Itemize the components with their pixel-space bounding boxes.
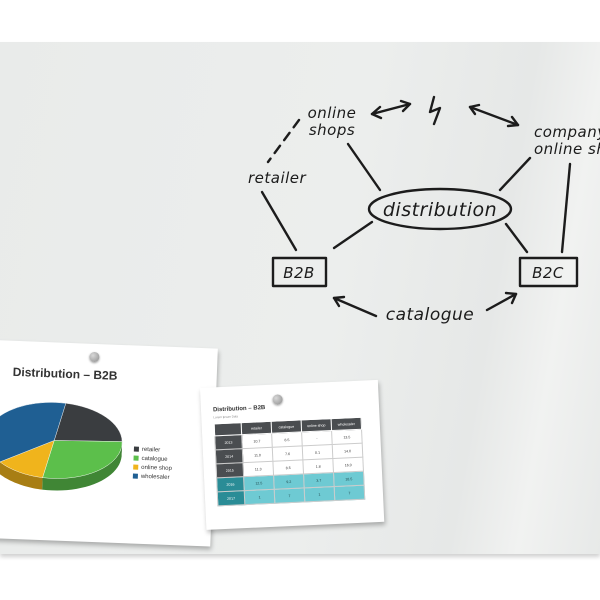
retailer-label: retailer <box>248 169 307 187</box>
line-b2c-distribution <box>504 222 529 254</box>
table-cell: 18.5 <box>333 471 365 487</box>
table-cell: 1.8 <box>302 458 334 474</box>
table-cell: 3.7 <box>303 472 335 488</box>
lightning-icon <box>428 95 442 126</box>
dashed-shops-retailer <box>266 118 301 164</box>
table-cell: 11.3 <box>242 461 274 477</box>
table-cell: 2015 <box>215 462 244 478</box>
table-cell: 10.7 <box>241 433 273 449</box>
pie-chart-card: Distribution – B2B retailer catalogue on… <box>0 340 218 547</box>
magnet-icon <box>272 394 283 405</box>
table-cell: 2014 <box>215 448 243 464</box>
line-company-b2c <box>560 162 572 254</box>
b2b-box <box>271 256 328 288</box>
arrow-shops-spark <box>370 102 412 116</box>
table-cell: 0.1 <box>302 444 333 460</box>
table-cell: 8.5 <box>272 459 304 476</box>
table-cell: 1 <box>244 489 275 505</box>
distribution-ellipse <box>367 187 513 231</box>
arrow-spark-company <box>468 105 520 127</box>
pie-chart <box>0 402 123 491</box>
arrow-catalogue-b2c <box>485 292 518 312</box>
company-label: company <box>534 123 600 141</box>
line-company-distribution <box>498 156 532 192</box>
line-shops-distribution <box>346 142 382 192</box>
distribution-table: retailer catalogue online shop wholesale… <box>214 417 366 507</box>
catalogue-label: catalogue <box>386 305 475 325</box>
pie-slice-retailer <box>53 403 123 442</box>
pie-slice-online-shop <box>0 440 55 478</box>
table-cell: 7.6 <box>272 445 303 462</box>
table-card-subtitle: Lorem Ipsum Data <box>213 414 239 420</box>
b2c-box <box>518 256 579 288</box>
online-shop-label: online shop <box>534 140 600 158</box>
pie-card-title: Distribution – B2B <box>12 364 118 383</box>
b2c-label: B2C <box>532 264 564 282</box>
table-cell: 13.5 <box>331 429 363 445</box>
pie-slice-side-online-shop <box>0 461 43 490</box>
table-card: Distribution – B2B Lorem Ipsum Data reta… <box>200 379 385 530</box>
line-retailer-b2b <box>260 190 298 252</box>
table-cell: - <box>301 430 333 446</box>
table-cell: 7 <box>274 487 305 504</box>
table-cell: 11.0 <box>242 447 273 463</box>
arrow-catalogue-b2b <box>332 296 378 318</box>
table-cell: 2016 <box>216 476 245 492</box>
table-card-title: Distribution – B2B <box>212 405 266 414</box>
table-cell: 12.5 <box>243 475 275 491</box>
pie-legend: retailer catalogue online shop wholesale… <box>132 446 173 483</box>
table-cell: 8.5 <box>271 431 303 448</box>
pie-slice-side-catalogue <box>42 441 123 491</box>
table-cell: 7 <box>334 485 365 501</box>
b2b-label: B2B <box>283 264 315 282</box>
pie-slice-catalogue <box>42 440 123 479</box>
shops-label: shops <box>309 121 355 139</box>
table-cell: 9.2 <box>273 473 305 490</box>
line-b2b-distribution <box>332 220 374 250</box>
legend-item-wholesaler: wholesaler <box>132 473 172 483</box>
table-cell: 2013 <box>214 434 243 450</box>
table-cell: 14.0 <box>332 443 363 459</box>
pie-slice-wholesaler <box>0 402 67 463</box>
table-cell: 16.0 <box>332 457 364 473</box>
table-cell: 1 <box>304 486 335 502</box>
online-label: online <box>308 104 357 122</box>
distribution-label: distribution <box>383 199 497 221</box>
table-cell: 2017 <box>217 490 245 506</box>
magnet-icon <box>89 351 100 363</box>
